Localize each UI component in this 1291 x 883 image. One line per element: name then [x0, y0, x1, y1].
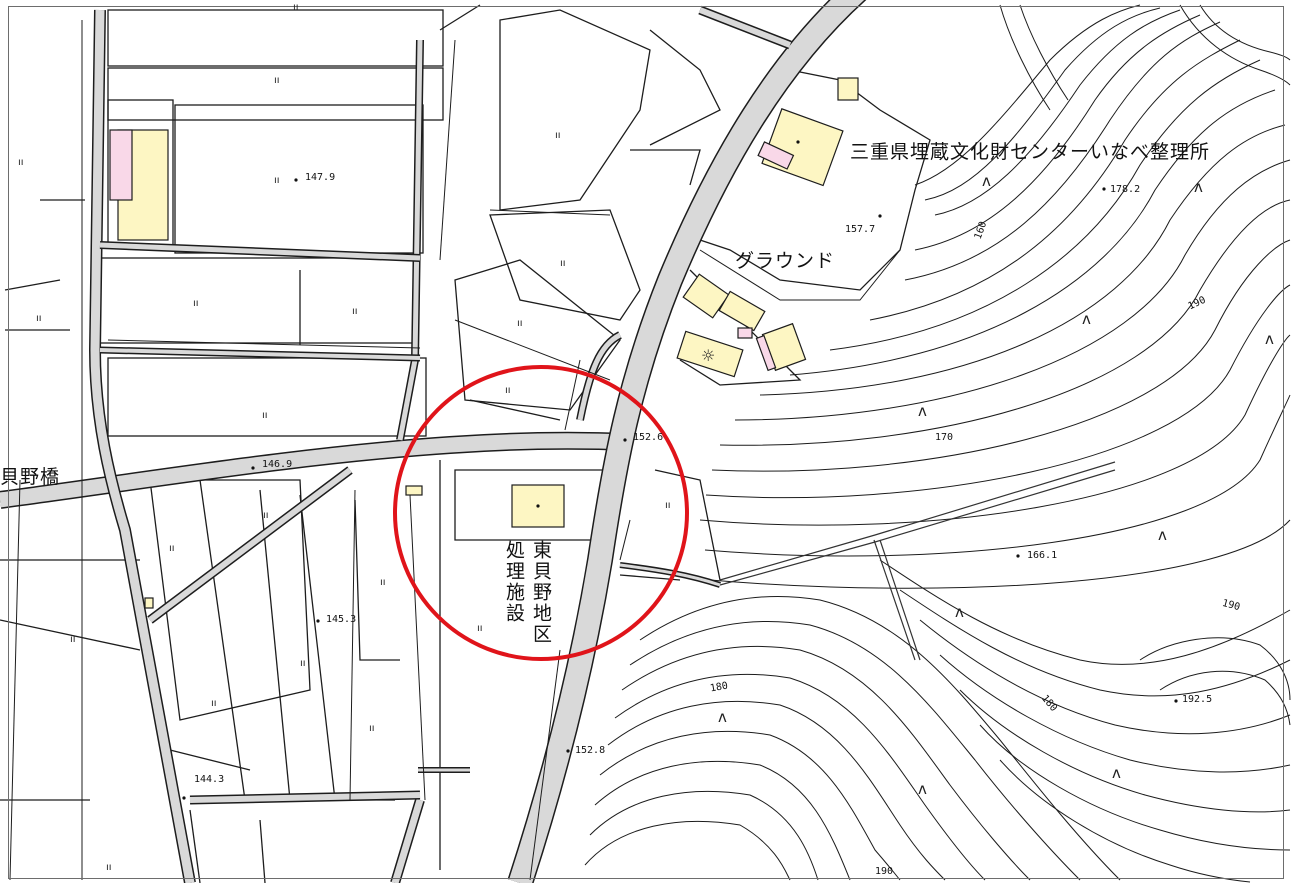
broadleaf-symbol: ʌ	[718, 708, 727, 726]
survey-points	[182, 140, 1178, 800]
paddy-symbol: ıı	[380, 577, 386, 588]
paddy-symbol: ıı	[169, 543, 175, 554]
paddy-symbol: ıı	[293, 2, 299, 13]
paddy-symbol: ıı	[477, 623, 483, 634]
paddy-symbol: ıı	[369, 723, 375, 734]
elevation-label: 152.6	[633, 432, 664, 443]
elevation-label: 146.9	[262, 459, 293, 470]
label-site-column-2: 処理施設	[503, 540, 525, 624]
paddy-symbol: ıı	[560, 258, 566, 269]
contour-label: 170	[935, 432, 954, 443]
broadleaf-symbol: ʌ	[918, 780, 927, 798]
field-symbol: ıı	[106, 862, 112, 873]
hill-tracks	[719, 461, 1116, 661]
broadleaf-symbol: ʌ	[955, 603, 964, 621]
field-boundaries	[0, 4, 931, 883]
paddy-symbol: ıı	[505, 385, 511, 396]
broadleaf-symbol: ʌ	[1194, 178, 1203, 196]
elevation-label: 144.3	[194, 774, 225, 785]
label-ground: グラウンド	[735, 250, 836, 272]
label-bridge: 貝野橋	[0, 466, 61, 488]
broadleaf-symbol: ʌ	[1265, 330, 1274, 348]
paddy-symbol: ıı	[352, 306, 358, 317]
elevation-label: 147.9	[305, 172, 336, 183]
paddy-symbol: ıı	[274, 75, 280, 86]
label-site-column-1: 東貝野地区	[530, 540, 552, 645]
broadleaf-symbol: ʌ	[1112, 764, 1121, 782]
broadleaf-symbol: ʌ	[982, 172, 991, 190]
highlight-circle	[393, 365, 689, 661]
elevation-label: 178.2	[1110, 184, 1141, 195]
buildings	[109, 77, 859, 609]
paddy-symbol: ıı	[517, 318, 523, 329]
paddy-symbol: ıı	[211, 698, 217, 709]
paddy-symbol: ıı	[665, 500, 671, 511]
map-frame	[8, 6, 1284, 879]
field-symbol: ıı	[18, 157, 24, 168]
paddy-symbol: ıı	[263, 510, 269, 521]
elevation-label: 192.5	[1182, 694, 1213, 705]
paddy-symbol: ıı	[300, 658, 306, 669]
paddy-symbol: ıı	[555, 130, 561, 141]
school-symbol: ☼	[701, 346, 716, 365]
elevation-label: 145.3	[326, 614, 357, 625]
label-facility-upper: 三重県埋蔵文化財センターいなべ整理所	[850, 141, 1211, 163]
broadleaf-symbol: ʌ	[918, 402, 927, 420]
broadleaf-symbol: ʌ	[1158, 526, 1167, 544]
contour-lines	[584, 4, 1291, 883]
elevation-label: 166.1	[1027, 550, 1058, 561]
paddy-symbol: ıı	[193, 298, 199, 309]
embankment-hatches	[9, 20, 901, 881]
elevation-label: 157.7	[845, 224, 876, 235]
paddy-symbol: ıı	[274, 175, 280, 186]
roads	[0, 0, 867, 883]
paddy-symbol: ıı	[262, 410, 268, 421]
field-symbol: ıı	[36, 313, 42, 324]
contour-label: 190	[875, 866, 894, 877]
broadleaf-symbol: ʌ	[1082, 310, 1091, 328]
elevation-label: 152.8	[575, 745, 606, 756]
field-symbol: ıı	[70, 634, 76, 645]
